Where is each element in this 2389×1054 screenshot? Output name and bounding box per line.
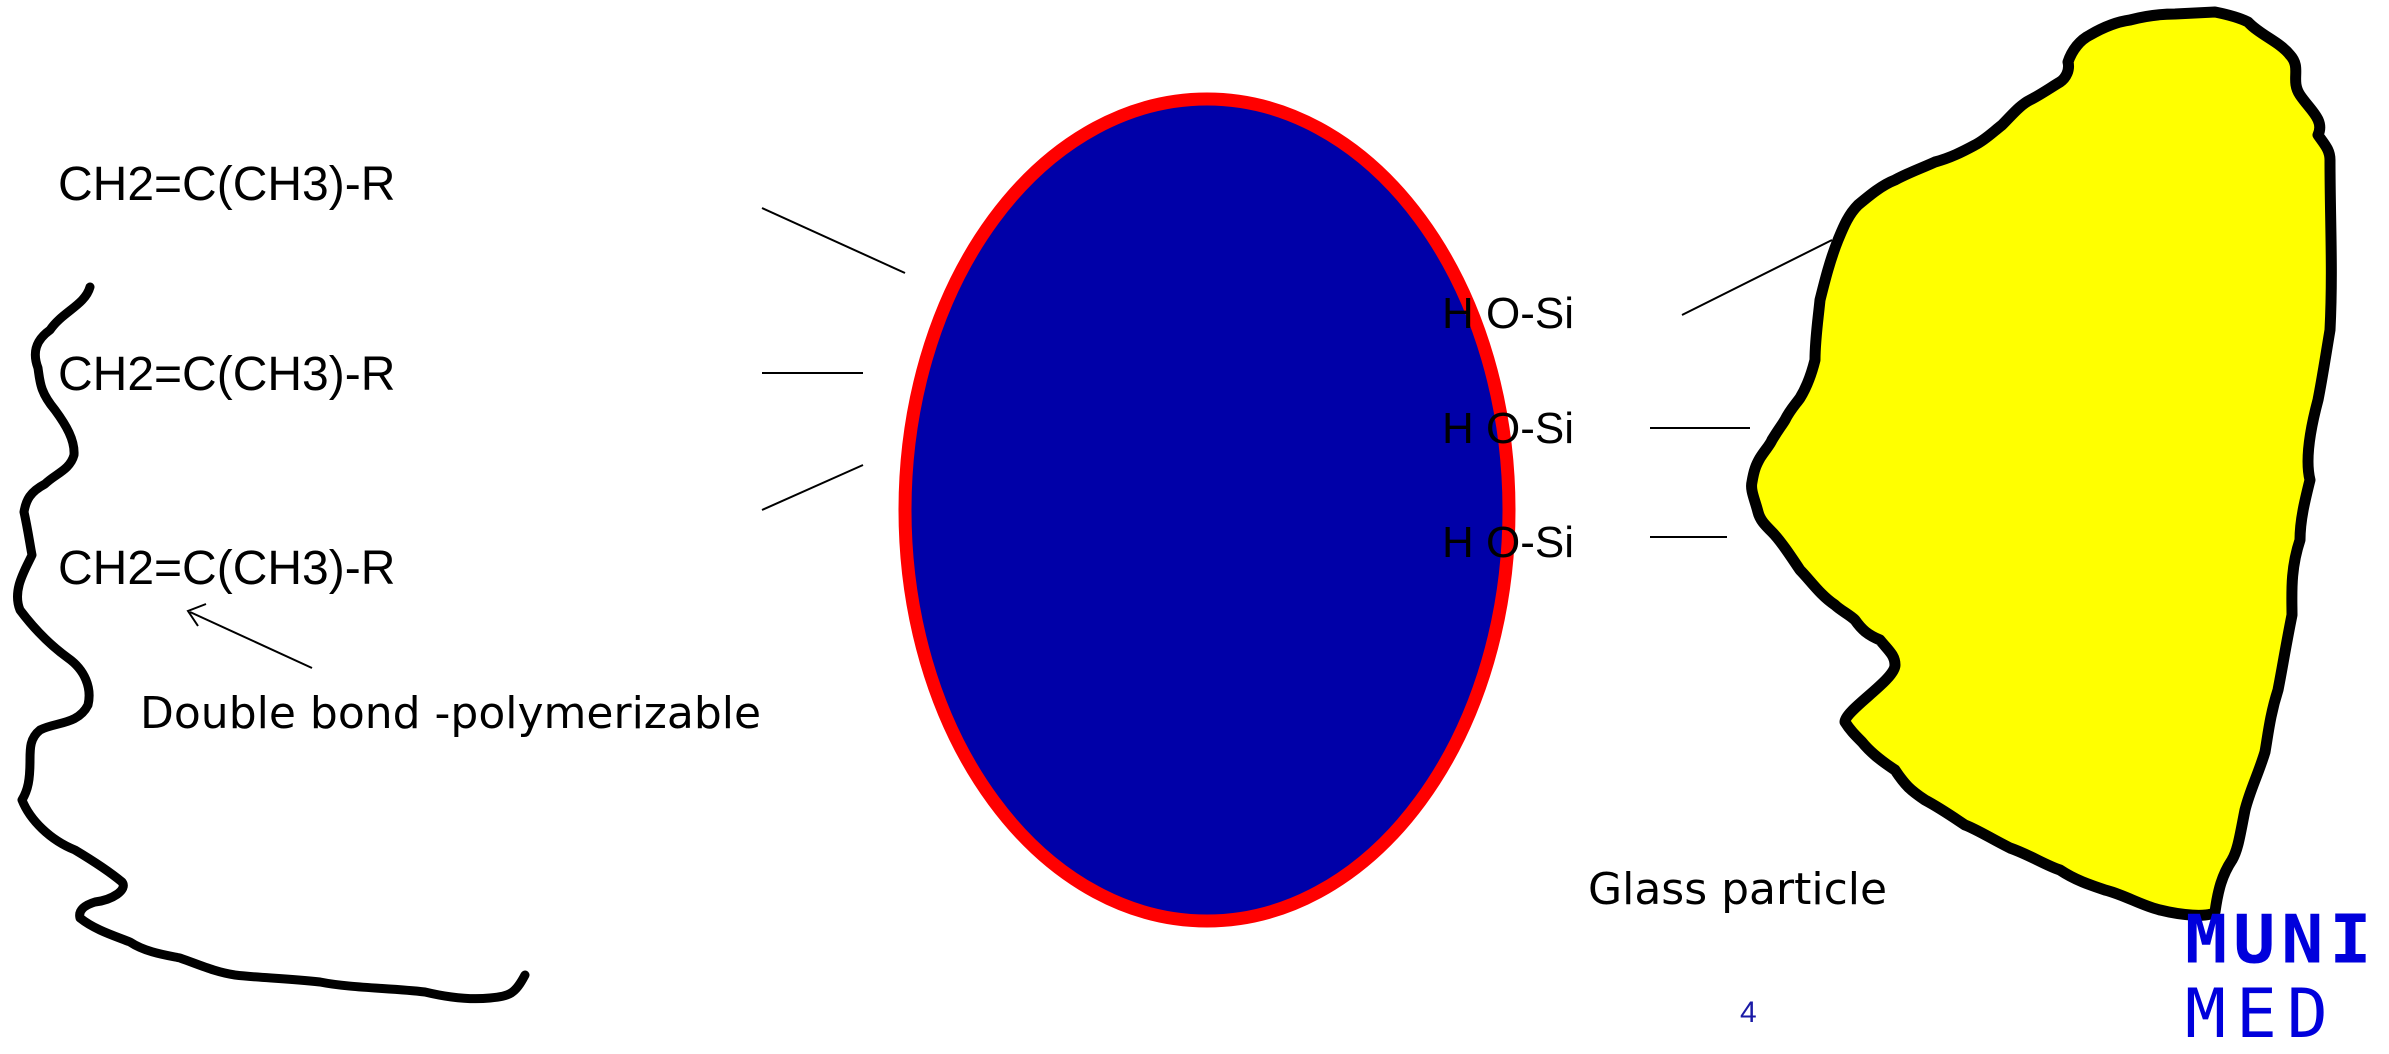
silanol-group-1: H O-Si	[1442, 289, 1574, 338]
methacrylate-formula-1: CH2=C(CH3)-R	[58, 158, 396, 211]
methacrylate-formula-3: CH2=C(CH3)-R	[58, 542, 396, 595]
glass-bond-line-1	[1681, 239, 1833, 316]
silanol-group-2: H O-Si	[1442, 404, 1574, 453]
silanol-group-3: H O-Si	[1442, 518, 1574, 567]
double-bond-annotation: Double bond -polymerizable	[140, 688, 762, 739]
polymer-chain	[13, 282, 530, 1004]
muni-med-logo: MUNI MED	[2185, 905, 2385, 1049]
glass-particle-label: Glass particle	[1588, 864, 1888, 915]
annotation-arrow-head	[186, 603, 207, 627]
coupling-agent-ellipse	[898, 92, 1516, 928]
glass-particle	[1746, 6, 2337, 921]
bond-line-1	[761, 207, 906, 274]
logo-line-2: MED	[2185, 975, 2338, 1054]
methacrylate-formula-2: CH2=C(CH3)-R	[58, 348, 396, 401]
bond-line-3	[761, 464, 864, 511]
logo-line-1: MUNI	[2185, 900, 2378, 979]
annotation-arrow-line	[189, 611, 313, 669]
page-number: 4	[1740, 996, 1757, 1029]
